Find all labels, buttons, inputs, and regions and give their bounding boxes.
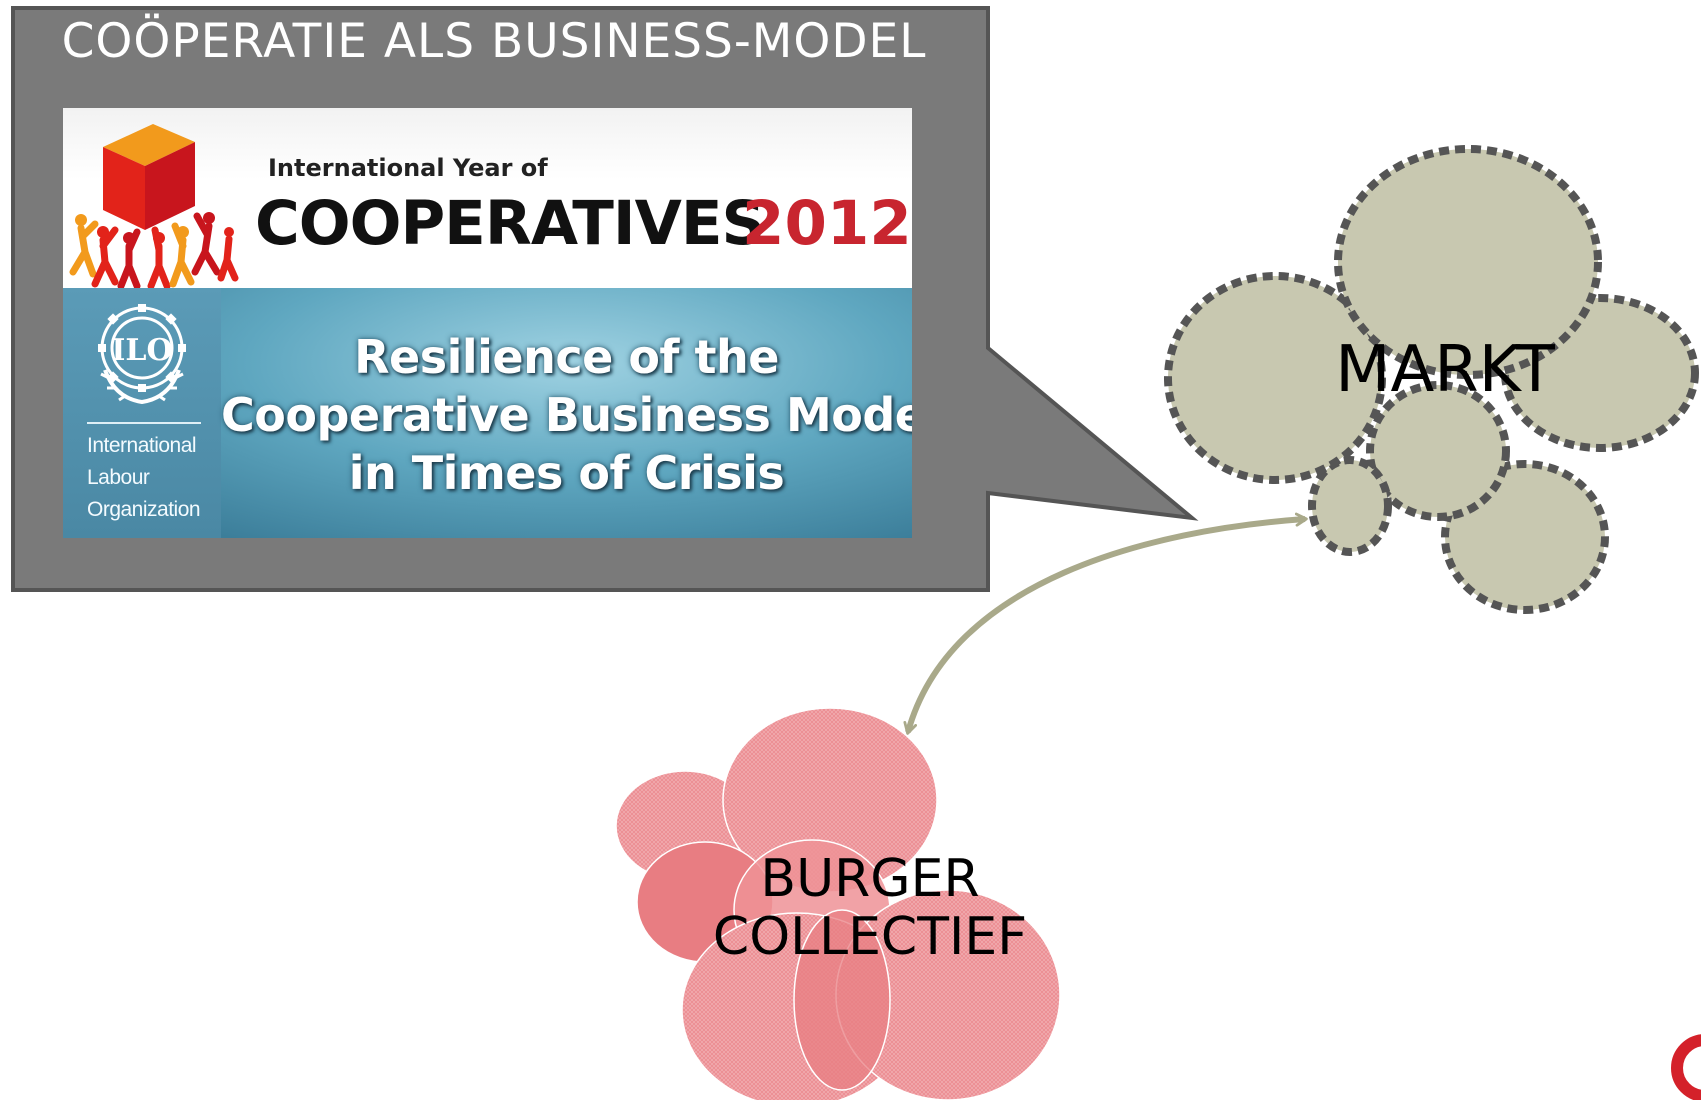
markt-circle — [1308, 456, 1392, 556]
ilo-org-line: International — [87, 434, 197, 457]
callout-title: COÖPERATIE ALS BUSINESS-MODEL — [61, 14, 927, 69]
corner-logo — [1671, 1034, 1701, 1100]
burger-circle — [793, 909, 891, 1091]
ilo-org-line: Labour — [87, 466, 150, 489]
burger-cluster — [615, 707, 1061, 1100]
crisis-headline-line: in Times of Crisis — [348, 446, 785, 500]
banner-header: International Year of COOPERATIVES 2012 — [63, 108, 912, 288]
ilo-panel: ILO International Labour Organization — [63, 288, 221, 538]
iyc-year-of: International Year of — [268, 154, 548, 182]
crisis-headline-line: Cooperative Business Model — [221, 388, 912, 442]
iyc-name: COOPERATIVES — [255, 188, 765, 259]
burger-label-line: COLLECTIEF — [712, 907, 1028, 967]
markt-circle — [1164, 272, 1386, 484]
banner-crisis-panel: ILO International Labour Organization Re… — [63, 288, 912, 538]
burger-collectief-label: BURGER COLLECTIEF — [690, 850, 1050, 966]
markt-cluster — [1164, 145, 1699, 614]
markt-circle — [1334, 145, 1602, 379]
markt-label: MARKT — [1335, 333, 1555, 407]
iyc-cube-logo — [69, 124, 239, 288]
iyc-banner: International Year of COOPERATIVES 2012 — [63, 108, 912, 538]
connector-arrow — [903, 512, 1308, 735]
ilo-emblem-icon: ILO — [98, 304, 186, 405]
ilo-divider — [87, 422, 201, 424]
ilo-org-line: Organization — [87, 498, 201, 521]
iyc-year: 2012 — [742, 188, 912, 259]
crisis-headline-line: Resilience of the — [354, 330, 779, 384]
ilo-acronym: ILO — [111, 333, 172, 368]
markt-circle — [1366, 381, 1510, 521]
burger-label-line: BURGER — [760, 849, 980, 909]
